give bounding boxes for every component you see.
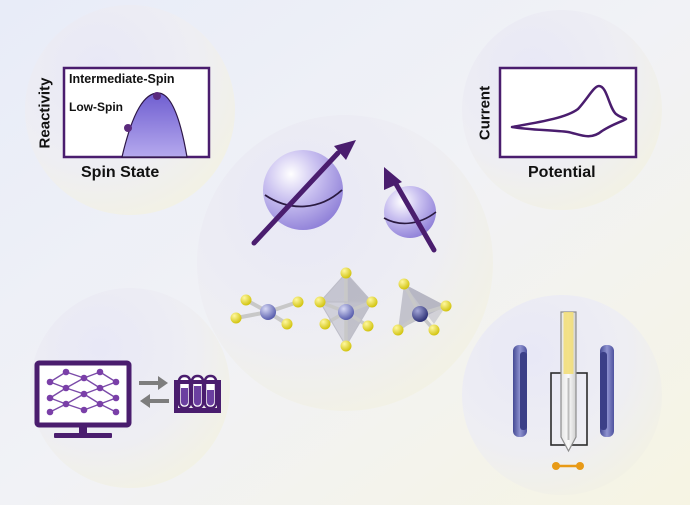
potential-axis-label: Potential <box>528 164 596 181</box>
computer-network-icon <box>34 360 132 438</box>
spin-arrow-large <box>251 150 341 246</box>
exchange-arrows-icon <box>139 376 169 408</box>
spin-arrowhead-small <box>384 167 402 190</box>
intermediate-spin-label: Intermediate-Spin <box>69 72 175 86</box>
sphere-small-orbit <box>383 211 437 225</box>
spin-arrowhead-large <box>334 140 356 160</box>
cv-plot <box>498 66 638 159</box>
low-spin-label: Low-Spin <box>69 100 123 114</box>
voltammogram-trace <box>510 84 628 138</box>
spin-sphere-large <box>251 140 356 246</box>
spin-sphere-small <box>383 167 437 253</box>
spin-arrow-small <box>393 181 437 253</box>
sphere-large-orbit <box>264 189 343 208</box>
molecule-square-planar <box>230 294 304 330</box>
reactivity-axis-label: Reactivity <box>36 77 54 149</box>
tip-connector-icon <box>552 462 584 470</box>
spin-state-axis-label: Spin State <box>81 164 160 181</box>
molecule-tetrahedral <box>392 278 452 336</box>
sample-tube-icon <box>560 311 577 453</box>
molecule-octahedral <box>314 267 378 352</box>
current-axis-label: Current <box>476 85 494 141</box>
disc-center <box>197 115 493 411</box>
test-tubes-icon <box>174 374 221 413</box>
epr-resonator-icon <box>513 345 614 446</box>
reactivity-plot <box>62 66 211 159</box>
intermediate-spin-point <box>153 92 161 100</box>
low-spin-point <box>124 124 132 132</box>
